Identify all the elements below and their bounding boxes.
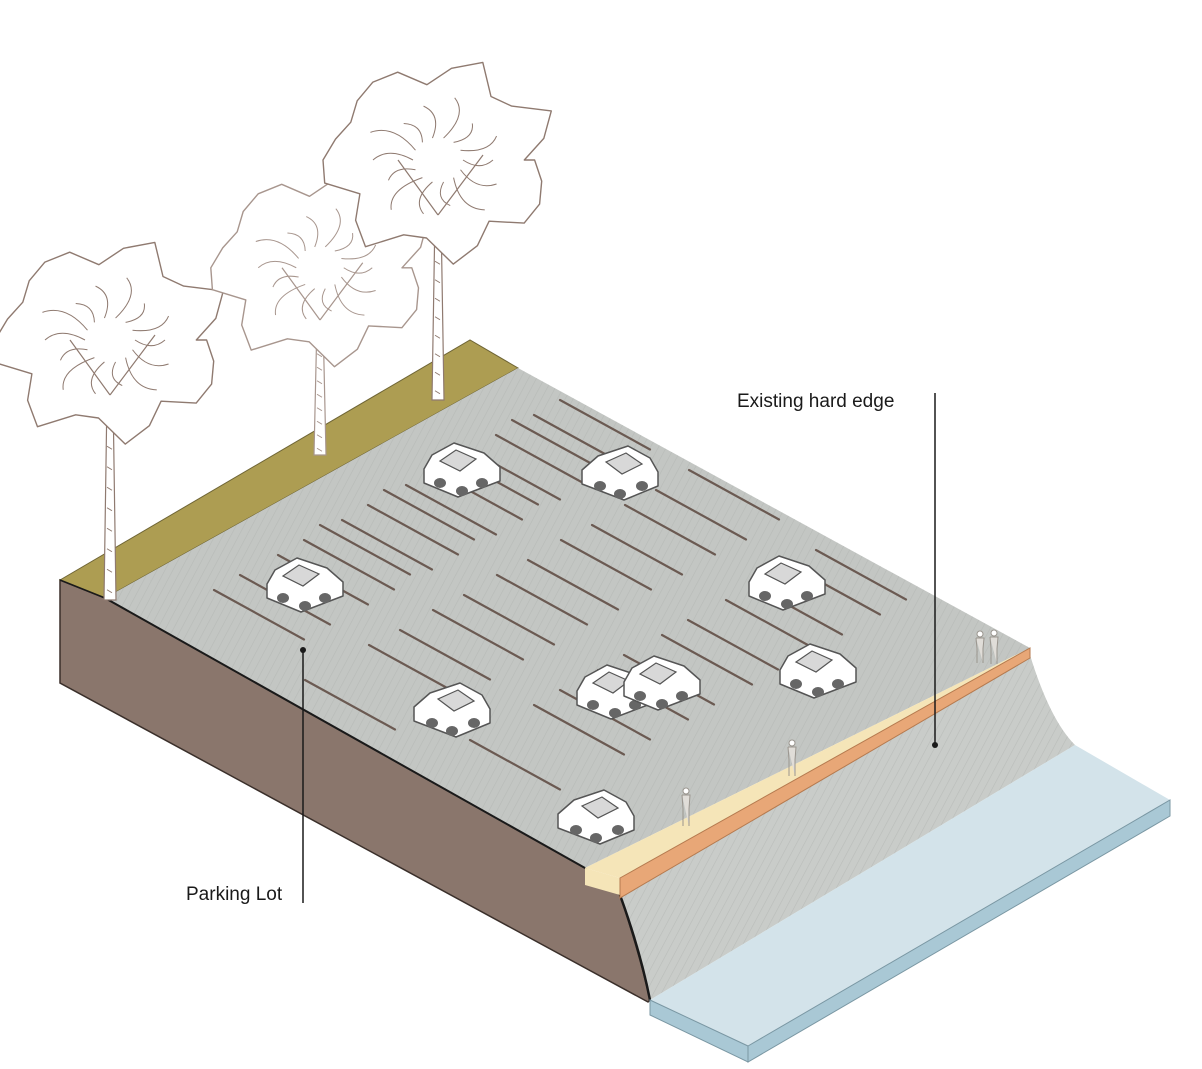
stall-line xyxy=(624,365,714,415)
stall-line xyxy=(753,435,843,485)
stall-line xyxy=(1008,445,1098,495)
stall-line xyxy=(752,295,842,345)
stall-line xyxy=(784,420,874,470)
stall-line xyxy=(704,315,794,365)
parking-lot-leader-dot xyxy=(300,647,306,653)
stall-line xyxy=(918,495,1008,545)
stall-line xyxy=(880,515,970,565)
stall-line xyxy=(944,480,1034,530)
hard-edge-label: Existing hard edge xyxy=(737,391,894,413)
stall-line xyxy=(912,350,1002,400)
stall-line xyxy=(640,350,730,400)
stall-line xyxy=(768,280,858,330)
stall-line xyxy=(662,345,752,395)
parking-lot-label: Parking Lot xyxy=(186,884,282,906)
stall-line xyxy=(688,330,778,380)
hard-edge-leader-dot xyxy=(932,742,938,748)
